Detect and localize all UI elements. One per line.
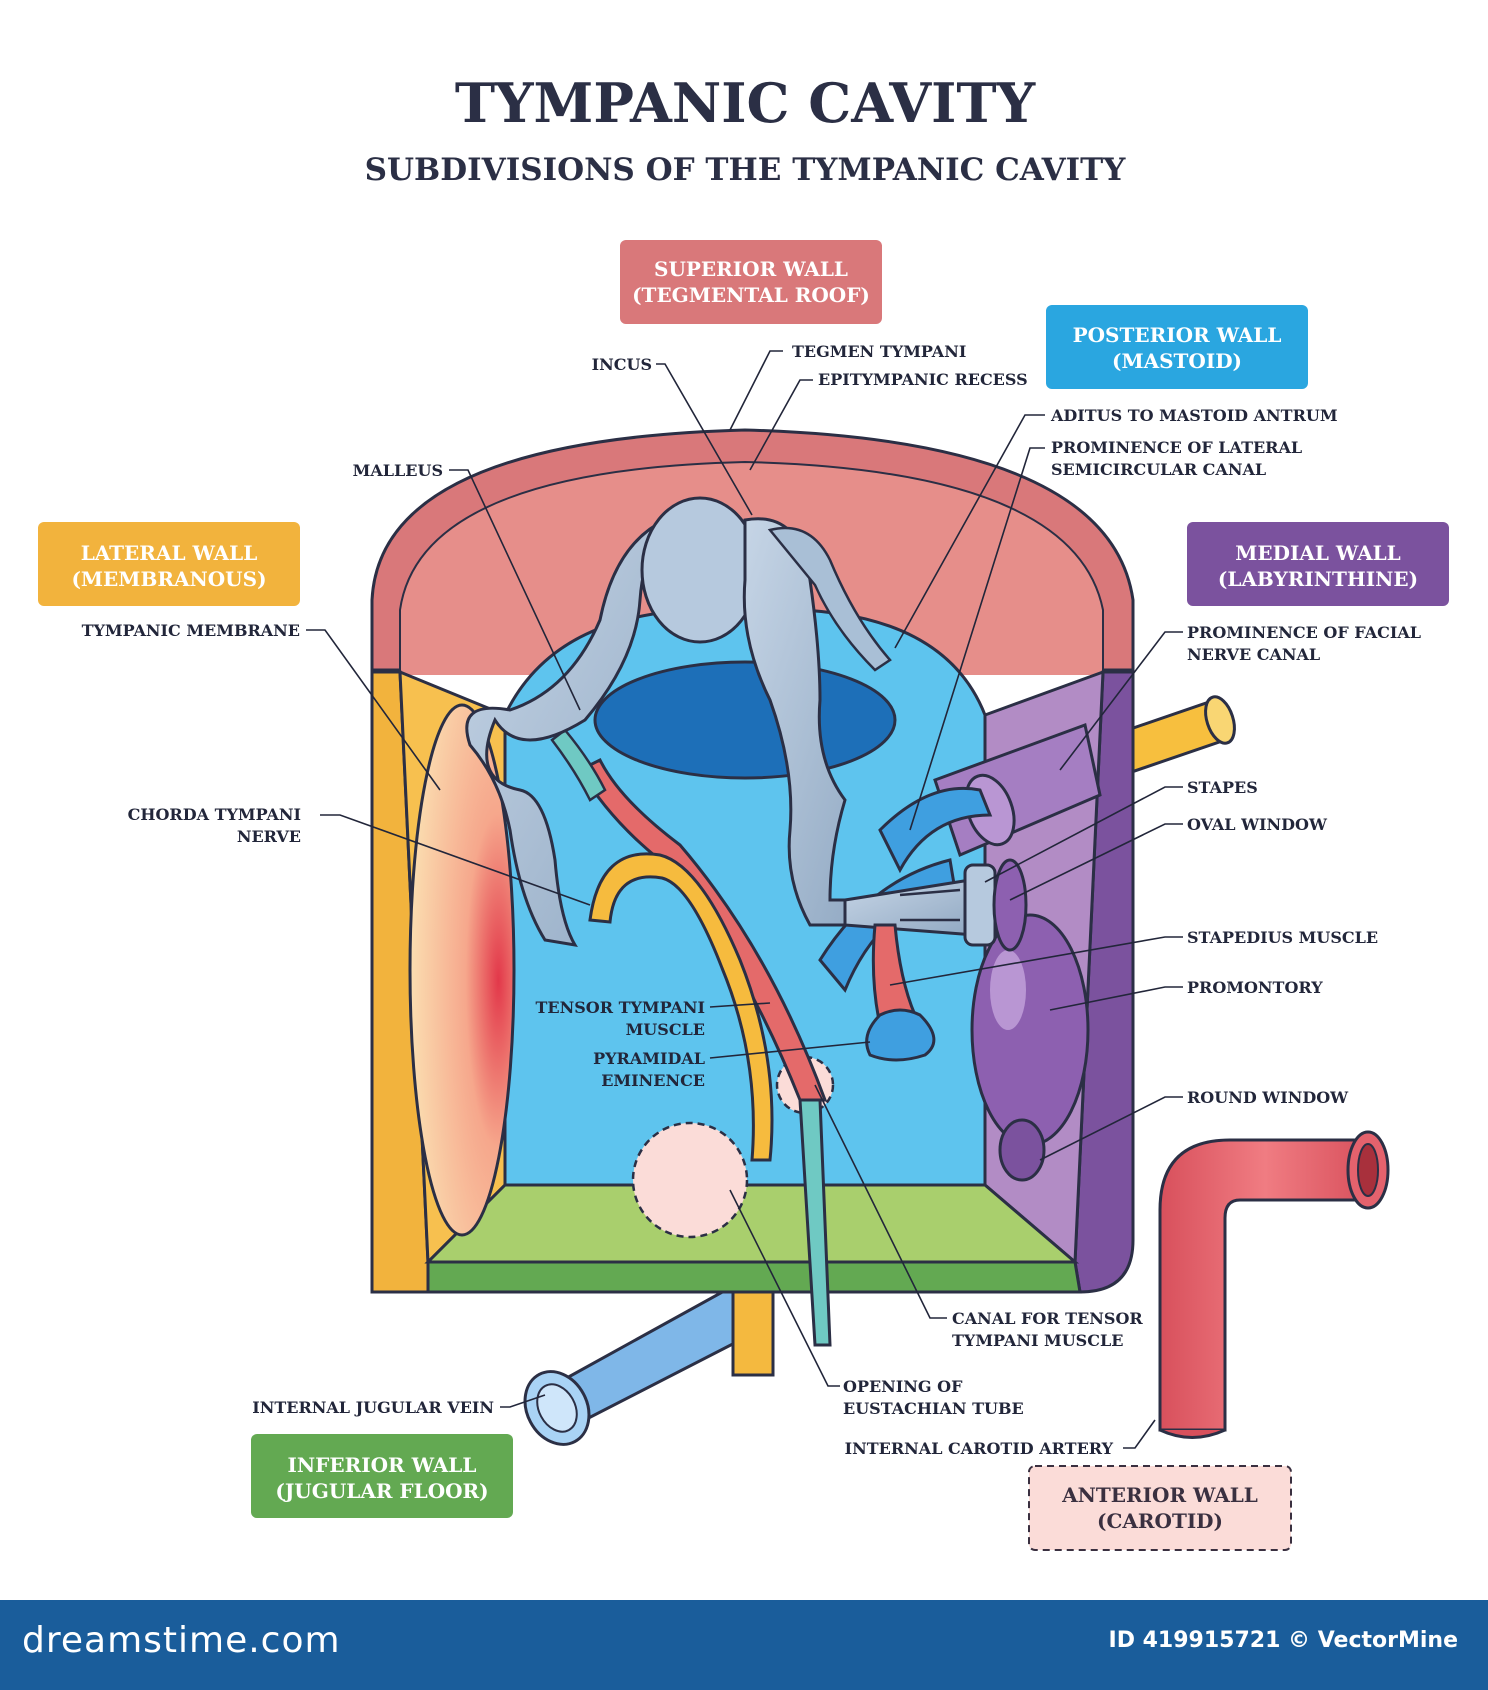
label-pyramidal-1: PYRAMIDAL bbox=[593, 1049, 705, 1068]
label-promontory: PROMONTORY bbox=[1187, 978, 1323, 997]
label-prominence-lateral-1: PROMINENCE OF LATERAL bbox=[1051, 438, 1302, 457]
round-window bbox=[998, 1118, 1046, 1182]
label-chorda-tympani-1: CHORDA TYMPANI bbox=[128, 805, 301, 824]
label-internal-jugular: INTERNAL JUGULAR VEIN bbox=[252, 1398, 494, 1417]
superior-wall-line2: (TEGMENTAL ROOF) bbox=[632, 283, 870, 307]
label-epitympanic-recess: EPITYMPANIC RECESS bbox=[818, 370, 1028, 389]
image-credit: ID 419915721 © VectorMine bbox=[1108, 1628, 1458, 1653]
label-tegmen-tympani: TEGMEN TYMPANI bbox=[792, 342, 966, 361]
label-aditus: ADITUS TO MASTOID ANTRUM bbox=[1050, 406, 1338, 425]
label-canal-tensor-1: CANAL FOR TENSOR bbox=[952, 1309, 1143, 1328]
inferior-wall-box: INFERIOR WALL (JUGULAR FLOOR) bbox=[251, 1434, 513, 1518]
oval-window bbox=[992, 858, 1028, 952]
anterior-wall-box: ANTERIOR WALL (CAROTID) bbox=[1028, 1465, 1292, 1551]
tensor-tympani-muscle bbox=[577, 757, 828, 1102]
internal-carotid-artery bbox=[1158, 1130, 1390, 1439]
pyramidal-eminence bbox=[865, 1008, 936, 1062]
label-malleus: MALLEUS bbox=[353, 461, 443, 480]
label-prominence-lateral-2: SEMICIRCULAR CANAL bbox=[1051, 460, 1266, 479]
lateral-wall-line2: (MEMBRANOUS) bbox=[71, 567, 266, 591]
label-canal-tensor-2: TYMPANI MUSCLE bbox=[952, 1331, 1123, 1350]
leader-lines bbox=[306, 350, 1183, 1449]
posterior-wall-line2: (MASTOID) bbox=[1112, 349, 1242, 373]
label-oval-window: OVAL WINDOW bbox=[1187, 815, 1328, 834]
medial-wall-line1: MEDIAL WALL bbox=[1235, 541, 1400, 565]
label-stapedius: STAPEDIUS MUSCLE bbox=[1187, 928, 1378, 947]
label-internal-carotid: INTERNAL CAROTID ARTERY bbox=[845, 1439, 1114, 1458]
label-prominence-facial-1: PROMINENCE OF FACIAL bbox=[1187, 623, 1421, 642]
lateral-canal-prominence bbox=[878, 786, 993, 874]
anterior-wall-line1: ANTERIOR WALL bbox=[1061, 1483, 1258, 1507]
promontory bbox=[970, 913, 1090, 1147]
label-chorda-tympani-2: NERVE bbox=[237, 827, 301, 846]
tympanic-membrane bbox=[408, 703, 516, 1237]
brand-logo[interactable]: dreamstime.com bbox=[22, 1620, 341, 1661]
internal-jugular-vein bbox=[523, 1282, 763, 1446]
label-tympanic-membrane: TYMPANIC MEMBRANE bbox=[82, 621, 300, 640]
label-opening-eustachian-1: OPENING OF bbox=[843, 1377, 963, 1396]
malleus bbox=[465, 496, 760, 948]
label-tensor-tympani-2: MUSCLE bbox=[626, 1020, 705, 1039]
footer-bar: dreamstime.com ID 419915721 © VectorMine bbox=[0, 1600, 1488, 1690]
lateral-wall-line1: LATERAL WALL bbox=[81, 541, 258, 565]
superior-wall-line1: SUPERIOR WALL bbox=[654, 257, 848, 281]
structure-labels: INCUS TEGMEN TYMPANI EPITYMPANIC RECESS … bbox=[82, 342, 1421, 1458]
label-stapes: STAPES bbox=[1187, 778, 1258, 797]
inferior-wall-line1: INFERIOR WALL bbox=[288, 1453, 477, 1477]
eustachian-opening bbox=[631, 1121, 749, 1239]
yellow-nerve-stub bbox=[731, 1278, 775, 1377]
diagram-title: TYMPANIC CAVITY bbox=[455, 71, 1037, 135]
superior-wall-box: SUPERIOR WALL (TEGMENTAL ROOF) bbox=[620, 240, 882, 324]
label-opening-eustachian-2: EUSTACHIAN TUBE bbox=[843, 1399, 1024, 1418]
label-incus: INCUS bbox=[592, 355, 652, 374]
label-round-window: ROUND WINDOW bbox=[1187, 1088, 1349, 1107]
lateral-wall-box: LATERAL WALL (MEMBRANOUS) bbox=[38, 522, 300, 606]
diagram-subtitle: SUBDIVISIONS OF THE TYMPANIC CAVITY bbox=[365, 152, 1127, 188]
medial-wall-box: MEDIAL WALL (LABYRINTHINE) bbox=[1187, 522, 1449, 606]
posterior-wall-line1: POSTERIOR WALL bbox=[1073, 323, 1282, 347]
incus bbox=[742, 517, 892, 927]
anterior-wall-line2: (CAROTID) bbox=[1097, 1509, 1223, 1533]
posterior-wall-box: POSTERIOR WALL (MASTOID) bbox=[1046, 305, 1308, 389]
label-tensor-tympani-1: TENSOR TYMPANI bbox=[535, 998, 705, 1017]
inferior-wall-line2: (JUGULAR FLOOR) bbox=[275, 1479, 488, 1503]
label-pyramidal-2: EMINENCE bbox=[601, 1071, 705, 1090]
label-prominence-facial-2: NERVE CANAL bbox=[1187, 645, 1320, 664]
chorda-tympani-nerve bbox=[588, 852, 774, 1162]
medial-wall-line2: (LABYRINTHINE) bbox=[1218, 567, 1418, 591]
